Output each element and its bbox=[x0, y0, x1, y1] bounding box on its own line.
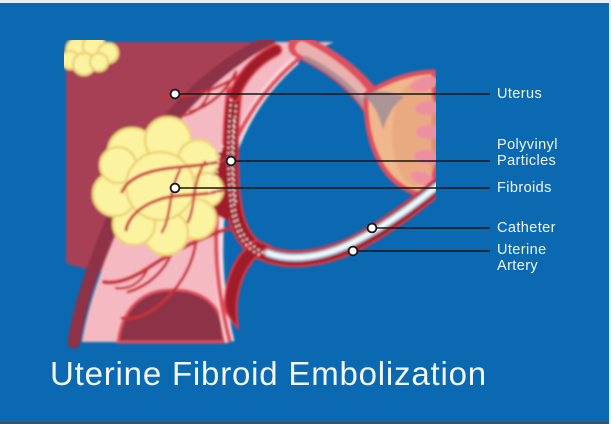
ovary bbox=[362, 69, 436, 199]
catheter-marker bbox=[366, 222, 378, 234]
tube-opening-shadow bbox=[362, 91, 404, 130]
leader-lines bbox=[169, 88, 490, 257]
label-uterus: Uterus bbox=[497, 86, 543, 102]
label-uterine-artery: Uterine Artery bbox=[497, 242, 547, 274]
fibroid-mass bbox=[91, 115, 225, 257]
artery-branch bbox=[223, 238, 273, 331]
anatomy-illustration bbox=[64, 40, 436, 349]
fibroids-marker bbox=[169, 182, 181, 194]
catheter-tube bbox=[264, 182, 436, 262]
label-polyvinyl-particles: Polyvinyl Particles bbox=[497, 137, 558, 169]
uterine-cavity bbox=[116, 288, 226, 344]
polyvinyl-marker bbox=[225, 155, 237, 167]
polyvinyl-particle-dots bbox=[207, 99, 267, 256]
fibroid-vessels bbox=[120, 158, 230, 234]
label-fibroids: Fibroids bbox=[497, 180, 552, 196]
corner-fibroid-cluster bbox=[64, 40, 120, 77]
uterine-artery-marker bbox=[347, 245, 359, 257]
uterus-marker bbox=[169, 88, 181, 100]
label-catheter: Catheter bbox=[497, 220, 556, 236]
diagram-title: Uterine Fibroid Embolization bbox=[50, 355, 487, 392]
